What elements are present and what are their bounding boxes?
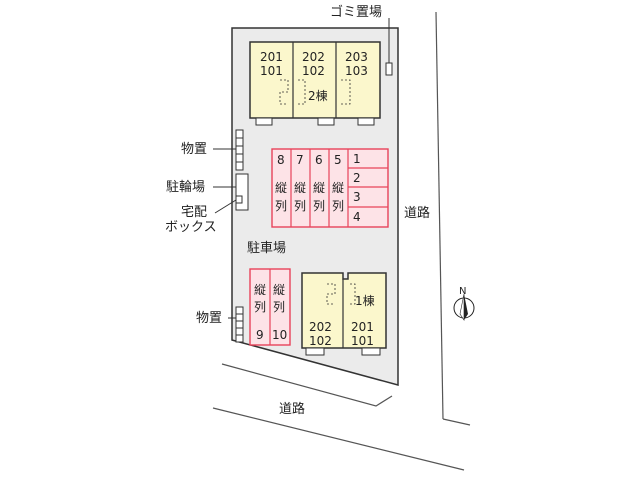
road-bottom-label: 道路 [279,401,305,417]
unit-202-b1: 202 [309,320,332,334]
building-1-name: 1棟 [355,293,375,308]
delivery-box [235,195,243,204]
bike-parking [235,173,249,211]
building-2-name: 2棟 [308,88,328,103]
unit-203: 203 [345,50,368,64]
storage-top-label: 物置 [181,142,207,157]
parking-slot-6: 6 [315,153,323,167]
parking-top: 8 縦 列 7 縦 列 6 縦 列 5 縦 列 1 2 3 4 [271,148,389,228]
storage-bottom-label: 物置 [196,311,222,326]
unit-201-b1: 201 [351,320,374,334]
unit-101: 101 [260,64,283,78]
parking-slot-9-orient1: 縦 [254,283,266,297]
building-1-outline [301,272,387,349]
parking-slot-8-orient1: 縦 [275,181,287,195]
parking-slot-8-orient2: 列 [275,199,287,213]
parking-slot-7-orient2: 列 [294,199,306,213]
unit-202: 202 [302,50,325,64]
parking-slot-10-orient1: 縦 [273,283,285,297]
delivery-box-label-1: 宅配 [181,205,207,220]
parking-slot-5-orient2: 列 [332,199,344,213]
unit-201: 201 [260,50,283,64]
unit-102: 102 [302,64,325,78]
road-bottom-edge-top [221,363,393,407]
parking-slot-5: 5 [334,153,342,167]
parking-slot-7-orient1: 縦 [294,181,306,195]
building-1: 1棟 202 102 201 101 [301,272,387,356]
road-right-label: 道路 [404,205,430,221]
parking-slot-5-orient1: 縦 [332,181,344,195]
parking-slot-1: 1 [353,152,361,166]
parking-slot-10: 10 [272,328,287,342]
delivery-box-label-2: ボックス [165,220,217,235]
unit-102-b1: 102 [309,334,332,348]
north-label: N [459,286,466,297]
unit-103: 103 [345,64,368,78]
storage-bottom [235,306,244,343]
storage-top [235,129,244,171]
parking-slot-6-orient1: 縦 [313,181,325,195]
parking-slot-7: 7 [296,153,304,167]
bike-parking-label: 駐輪場 [166,179,205,195]
parking-slot-4: 4 [353,210,361,224]
garbage-label: ゴミ置場 [330,4,382,20]
parking-slot-2: 2 [353,171,361,185]
road-corner-right [442,418,471,426]
parking-lot-label: 駐車場 [247,241,286,256]
north-compass-icon: N [453,286,475,321]
parking-slot-3: 3 [353,190,361,204]
building-2: 201 101 202 102 203 103 2棟 [249,41,381,126]
unit-101-b1: 101 [351,334,374,348]
garbage-area [385,62,393,76]
parking-slot-6-orient2: 列 [313,199,325,213]
parking-slot-8: 8 [277,153,285,167]
parking-slot-9-orient2: 列 [254,300,266,314]
road-right-edge-left [435,11,444,420]
parking-bottom: 縦 列 9 縦 列 10 [249,268,291,346]
road-bottom-edge-bottom [212,407,465,471]
parking-slot-9: 9 [256,328,264,342]
parking-slot-10-orient2: 列 [273,300,285,314]
building-2-outline [249,41,381,119]
